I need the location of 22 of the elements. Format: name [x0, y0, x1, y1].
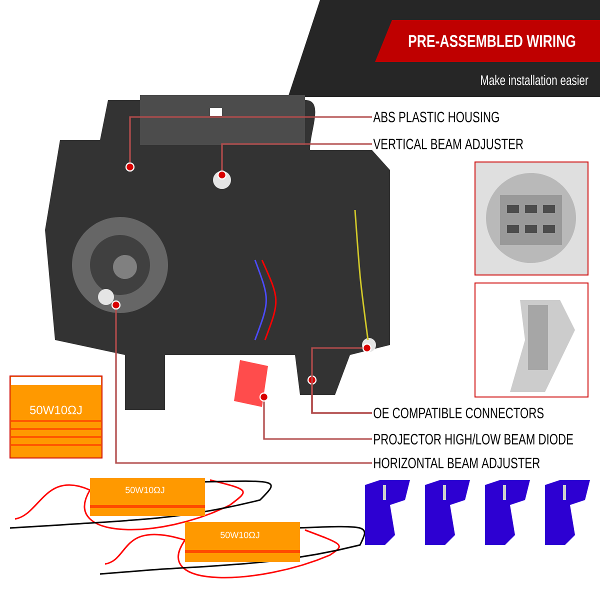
callout-text: PROJECTOR HIGH/LOW BEAM DIODE — [374, 434, 573, 444]
callout-text: OE COMPATIBLE CONNECTORS — [374, 408, 544, 418]
callout-text: HORIZONTAL BEAM ADJUSTER — [374, 458, 540, 468]
callout-text: ABS PLASTIC HOUSING — [373, 112, 499, 122]
callout-dot — [217, 170, 227, 180]
callout-dot — [111, 300, 121, 310]
label: 50W10ΩJ — [125, 486, 164, 494]
banner-subtitle: Make installation easier — [481, 74, 588, 86]
leader-line — [311, 384, 372, 414]
leader-line — [115, 310, 372, 464]
callout-dot — [259, 392, 269, 402]
callout-dot — [362, 343, 372, 353]
banner-title: PRE-ASSEMBLED WIRING — [408, 34, 576, 48]
leader-line — [263, 402, 372, 440]
leader-line — [221, 143, 372, 170]
callout-dot — [125, 162, 135, 172]
resistor-drawing: 50W10ΩJ 50W10ΩJ — [10, 478, 366, 578]
label: 50W10ΩJ — [220, 532, 260, 538]
callout-dot — [307, 375, 317, 385]
resistor-inset: 50W10ΩJ — [10, 376, 102, 458]
leader-line — [129, 116, 372, 162]
callout-text: VERTICAL BEAM ADJUSTER — [373, 138, 523, 150]
